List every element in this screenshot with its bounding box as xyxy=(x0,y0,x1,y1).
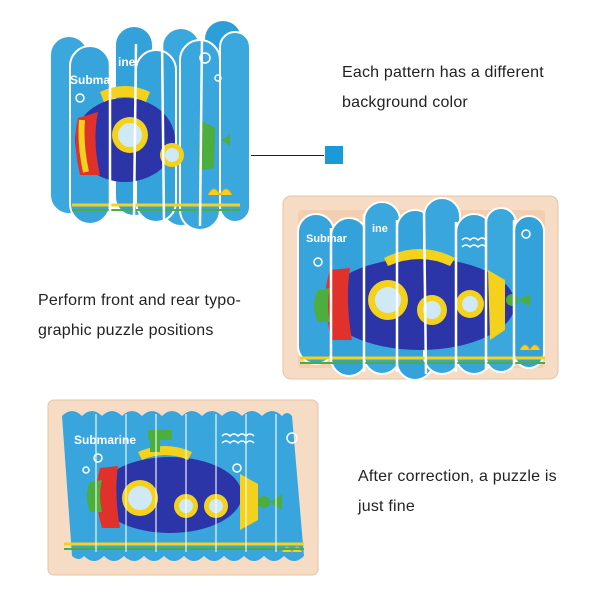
loose-sticks-title: Submar xyxy=(70,73,115,87)
completed-puzzle-title: Submarine xyxy=(74,433,136,447)
color-swatch xyxy=(325,146,343,164)
loose-sticks-group: Submar ine xyxy=(49,19,251,231)
staggered-puzzle-title: Submar xyxy=(306,233,348,245)
leader-line xyxy=(244,155,324,156)
staggered-puzzle-title-part: ine xyxy=(372,223,388,235)
caption-after-correction: After correction, a puzzle is just fine xyxy=(358,468,557,515)
loose-sticks-title-part: ine xyxy=(118,55,136,69)
staggered-puzzle-tray: Submar ine xyxy=(282,195,559,381)
completed-puzzle-tray: Submarine xyxy=(47,399,319,576)
caption-typographic-positions: Perform front and rear typo- graphic puz… xyxy=(38,292,242,339)
caption-background-color: Each pattern has a different background … xyxy=(342,64,544,111)
